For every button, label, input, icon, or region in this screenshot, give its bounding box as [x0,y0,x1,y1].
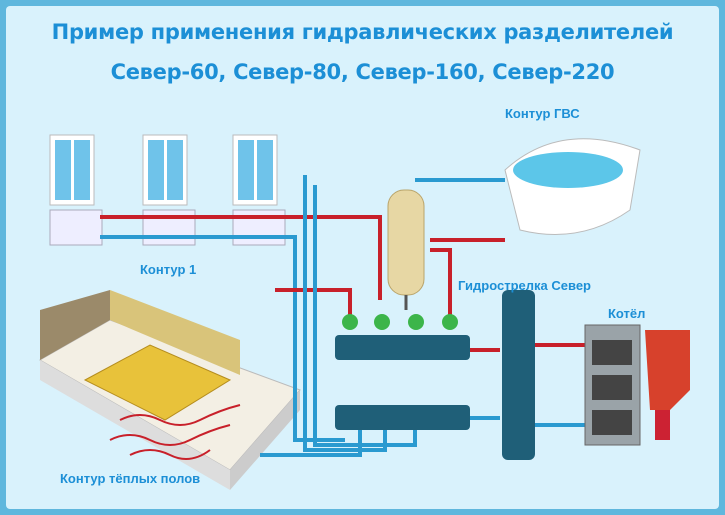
floor-heating-illustration [38,290,301,490]
label-circuit-1: Контур 1 [140,262,197,277]
boiler [584,324,690,446]
title-line-1: Пример применения гидравлических раздели… [51,20,674,44]
pipes [100,175,585,457]
label-floor-heating: Контур тёплых полов [60,471,201,486]
hydraulic-separator [502,290,535,460]
label-hydro-arrow: Гидрострелка Север [458,278,591,293]
label-hot-water-circuit: Контур ГВС [505,106,580,121]
label-boiler: Котёл [608,306,646,321]
storage-tank [387,189,425,310]
radiator-circuit [49,134,286,246]
manifolds [335,314,470,430]
title-line-2: Север-60, Север-80, Север-160, Север-220 [110,60,615,84]
bathtub [504,138,641,235]
